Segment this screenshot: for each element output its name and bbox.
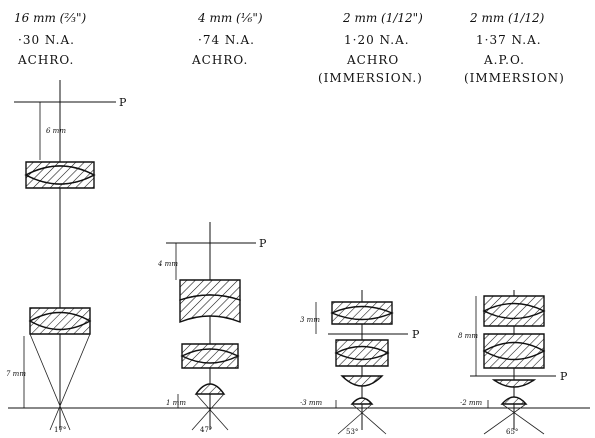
objective-3-type-1: ACHRO <box>346 53 399 67</box>
back-lens-inner-4 <box>482 302 546 320</box>
p-label-3: P <box>412 328 420 341</box>
objective-2-title: 4 mm (⅙") <box>197 11 263 25</box>
ray-2a <box>195 393 229 431</box>
objective-4-aperture: 1·37 N.A. <box>476 33 542 47</box>
dimension-label-3b: ·3 mm <box>300 399 323 407</box>
angle-label-2: 47° <box>200 426 212 434</box>
angle-label-1: 17° <box>54 426 66 434</box>
header-objective-3: 2 mm (1/12") 1·20 N.A. ACHRO (IMMERSION.… <box>318 11 423 85</box>
p-label-1: P <box>119 96 127 109</box>
dimension-label-2b: 1 mm <box>166 399 186 407</box>
dimension-label-3a: 3 mm <box>300 316 320 324</box>
back-lens-inner-1 <box>24 165 96 185</box>
header-objective-4: 2 mm (1/12) 1·37 N.A. A.P.O. (IMMERSION) <box>464 11 565 85</box>
objective-2-type: ACHRO. <box>191 53 248 67</box>
front-lens-4 <box>500 396 528 405</box>
middle-lens-inner-4 <box>482 341 546 361</box>
dimension-label-4a: 8 mm <box>458 332 478 340</box>
objective-3-drawing: P 3 mm ·3 mm 53° <box>300 290 420 436</box>
objective-3-aperture: 1·20 N.A. <box>344 33 410 47</box>
objective-4-type-1: A.P.O. <box>483 53 525 67</box>
back-lens-2b <box>179 294 241 324</box>
dimension-label-4b: ·2 mm <box>460 399 483 407</box>
meniscus-lens-4 <box>491 379 537 388</box>
ray-3a <box>351 403 387 435</box>
dimension-label-2a: 4 mm <box>157 260 178 268</box>
ray-1b <box>49 333 91 431</box>
objective-4-title: 2 mm (1/12) <box>469 11 545 25</box>
ray-1a <box>29 333 71 431</box>
objective-1-aperture: ·30 N.A. <box>18 33 75 47</box>
dimension-label-1b: 7 mm <box>6 370 26 378</box>
back-lens-inner-3 <box>330 305 394 321</box>
ray-4b <box>483 403 527 435</box>
objective-2-drawing: P 4 mm 1 mm 47° <box>157 222 267 434</box>
objective-3-type-2: (IMMERSION.) <box>318 71 423 85</box>
header-objective-2: 4 mm (⅙") ·74 N.A. ACHRO. <box>191 11 263 67</box>
objective-4-drawing: P 8 mm ·2 mm 65° <box>458 290 568 436</box>
front-lens-3 <box>350 397 374 405</box>
ray-3b <box>337 403 373 435</box>
middle-lens-inner-3 <box>334 345 390 361</box>
objective-1-title: 16 mm (⅔") <box>14 11 86 25</box>
ray-4a <box>501 403 545 435</box>
front-lens-2 <box>194 383 226 395</box>
angle-label-4: 65° <box>506 428 518 436</box>
objective-3-title: 2 mm (1/12") <box>342 11 423 25</box>
p-label-2: P <box>259 237 267 250</box>
p-label-4: P <box>560 370 568 383</box>
objective-1-type: ACHRO. <box>17 53 74 67</box>
middle-lens-inner-2 <box>180 348 240 364</box>
dimension-label-1a: 6 mm <box>46 127 66 135</box>
front-lens-inner-1 <box>28 311 92 331</box>
angle-label-3: 53° <box>346 428 358 436</box>
objective-2-aperture: ·74 N.A. <box>198 33 255 47</box>
header-objective-1: 16 mm (⅔") ·30 N.A. ACHRO. <box>14 11 86 67</box>
meniscus-lens-3 <box>340 375 384 387</box>
objective-4-type-2: (IMMERSION) <box>464 71 565 85</box>
ray-2b <box>191 393 225 431</box>
objective-1-drawing: P 6 mm 7 mm 17° <box>6 80 127 434</box>
